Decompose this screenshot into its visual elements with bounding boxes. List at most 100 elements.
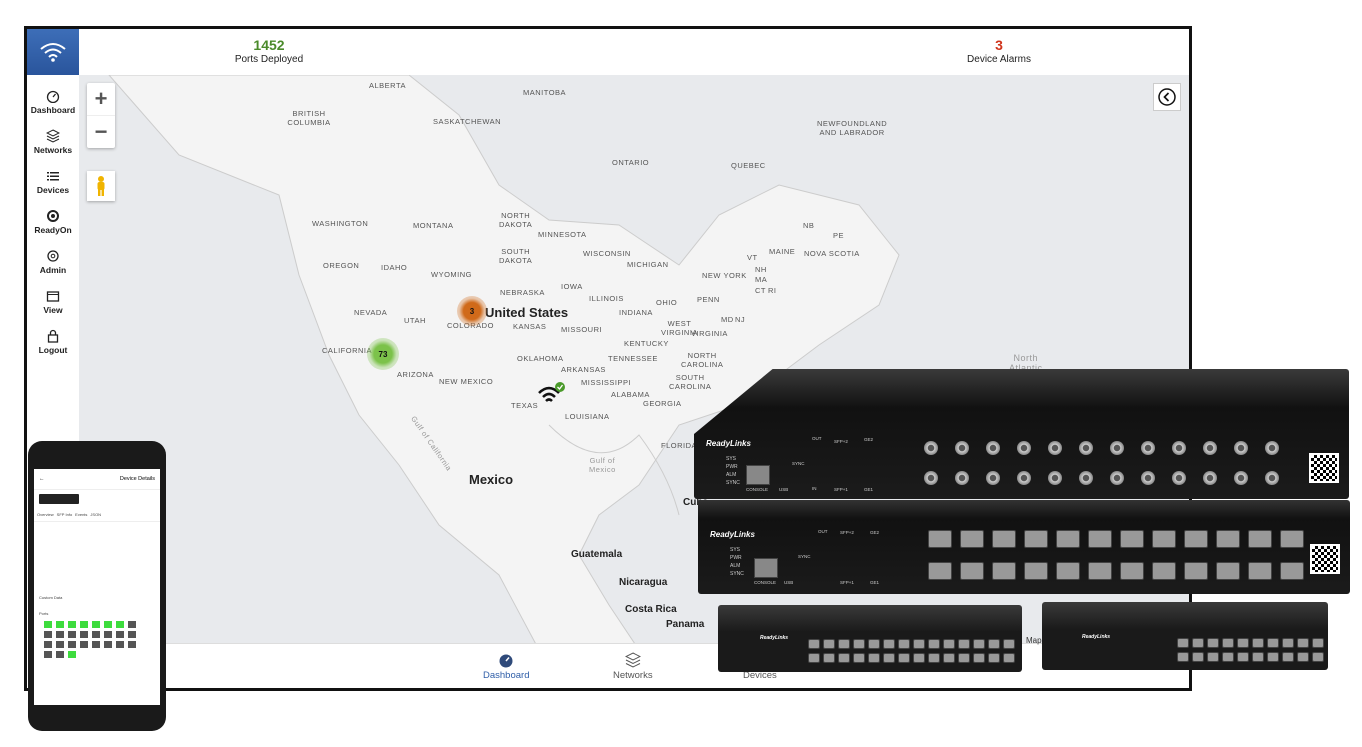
phone-port[interactable] [68,621,76,628]
phone-port[interactable] [68,631,76,638]
phone-port[interactable] [68,641,76,648]
map-label-maine: MAINE [769,247,796,256]
zoom-in-button[interactable]: + [94,86,108,111]
zoom-out-button[interactable]: − [87,115,115,148]
phone-port[interactable] [56,651,64,658]
map-label-north-atlantic: North Atlantic [1009,353,1043,373]
bottom-nav-networks[interactable]: Networks [613,652,653,681]
coax-port [1234,471,1248,485]
collapse-button[interactable] [1153,83,1181,111]
sidebar-item-dashboard[interactable]: Dashboard [27,89,79,115]
phone-tab[interactable]: Events [75,512,88,517]
sidebar-item-view[interactable]: View [27,289,79,315]
device-wifi-marker-icon[interactable] [537,381,567,412]
phone-port[interactable] [92,631,100,638]
map-label-ma: MA [755,275,768,284]
bottom-nav-map-label[interactable]: Map [1026,636,1042,645]
phone-port[interactable] [56,641,64,648]
map-cluster-marker[interactable]: 73 [367,338,399,370]
phone-port[interactable] [80,631,88,638]
rj45-port [1267,638,1279,648]
out-label: OUT [818,529,828,534]
phone-screen: ← Device Details Overview SFP Info Event… [34,469,160,705]
country-label-mexico: Mexico [469,472,514,487]
sidebar-item-label: Devices [36,185,70,195]
map-label-alabama: ALABAMA [611,390,650,399]
hardware-device-rj45: ReadyLinks SYS PWR ALM SYNC CONSOLE USB … [698,500,1350,594]
map-label-tennessee: TENNESSEE [608,354,658,363]
phone-tab[interactable]: Overview [37,512,54,517]
device-brand: ReadyLinks [1082,634,1111,640]
phone-port[interactable] [44,621,52,628]
rj45-port [1267,652,1279,662]
device-leds: SYS PWR ALM SYNC [726,455,740,487]
map-cluster-marker[interactable]: 3 [457,296,487,326]
map-label-michigan: MICHIGAN [627,260,669,269]
phone-port[interactable] [104,631,112,638]
phone-port[interactable] [92,641,100,648]
device-alarms-stat[interactable]: 3 Device Alarms [919,37,1079,65]
sidebar-item-networks[interactable]: Networks [27,129,79,155]
map-label-oregon: OREGON [323,261,360,270]
sidebar-item-label: Networks [33,145,73,155]
coax-port [1110,441,1124,455]
back-arrow-icon[interactable]: ← [39,476,45,482]
map-label-ohio: OHIO [656,298,678,307]
sidebar-item-readyon[interactable]: ReadyOn [27,209,79,235]
phone-port[interactable] [68,651,76,658]
map-label-gulf-mexico: Gulf of Mexico [589,456,616,474]
phone-port[interactable] [44,631,52,638]
phone-tab[interactable]: JSON [90,512,102,517]
phone-port[interactable] [80,621,88,628]
phone-port[interactable] [128,631,136,638]
led-label: SYNC [726,480,740,486]
phone-port[interactable] [56,631,64,638]
map-view[interactable]: ALBERTA MANITOBA BRITISH COLUMBIA SASKAT… [79,75,1189,644]
phone-port[interactable] [116,631,124,638]
rj45-port [1216,530,1240,548]
phone-port[interactable] [92,621,100,628]
street-view-pegman-icon[interactable] [87,171,115,201]
rj45-port [928,653,940,663]
console-port [746,465,770,485]
phone-port[interactable] [44,651,52,658]
map-label-newmexico: NEW MEXICO [439,377,494,386]
rj45-port [1088,562,1112,580]
rj45-port [1237,652,1249,662]
sidebar-item-admin[interactable]: Admin [27,249,79,275]
console-port [754,558,778,578]
hardware-device-small-2: ReadyLinks [1042,602,1328,670]
phone-port[interactable] [44,641,52,648]
sidebar-item-logout[interactable]: Logout [27,329,79,355]
phone-port[interactable] [116,621,124,628]
phone-tab[interactable]: SFP Info [56,512,73,517]
phone-port[interactable] [56,621,64,628]
led-label: SYNC [730,571,744,577]
phone-port[interactable] [128,641,136,648]
rj45-port [883,653,895,663]
map-label-vt: VT [747,253,758,262]
rj45-port [1056,562,1080,580]
rj45-port [1282,652,1294,662]
led-label: SYS [730,547,741,553]
phone-port[interactable] [104,641,112,648]
sidebar-item-devices[interactable]: Devices [27,169,79,195]
coax-port [924,471,938,485]
country-label-us: United States [485,305,569,320]
phone-port[interactable] [128,621,136,628]
map-label-florida: FLORIDA [661,441,698,450]
phone-section-ports: Ports [39,611,49,616]
led-label: PWR [730,555,742,561]
bottom-nav-label: Devices [743,670,777,681]
phone-port[interactable] [104,621,112,628]
zoom-control: + − [87,83,115,148]
phone-port[interactable] [80,641,88,648]
sidebar-item-label: Dashboard [30,105,76,115]
phone-port[interactable] [116,641,124,648]
rj45-port [1252,638,1264,648]
map-background [108,75,900,644]
country-label-panama: Panama [666,619,705,630]
map-label-kansas: KANSAS [513,322,547,331]
bottom-nav-dashboard[interactable]: Dashboard [483,652,529,681]
wifi-logo-icon[interactable] [27,29,79,75]
